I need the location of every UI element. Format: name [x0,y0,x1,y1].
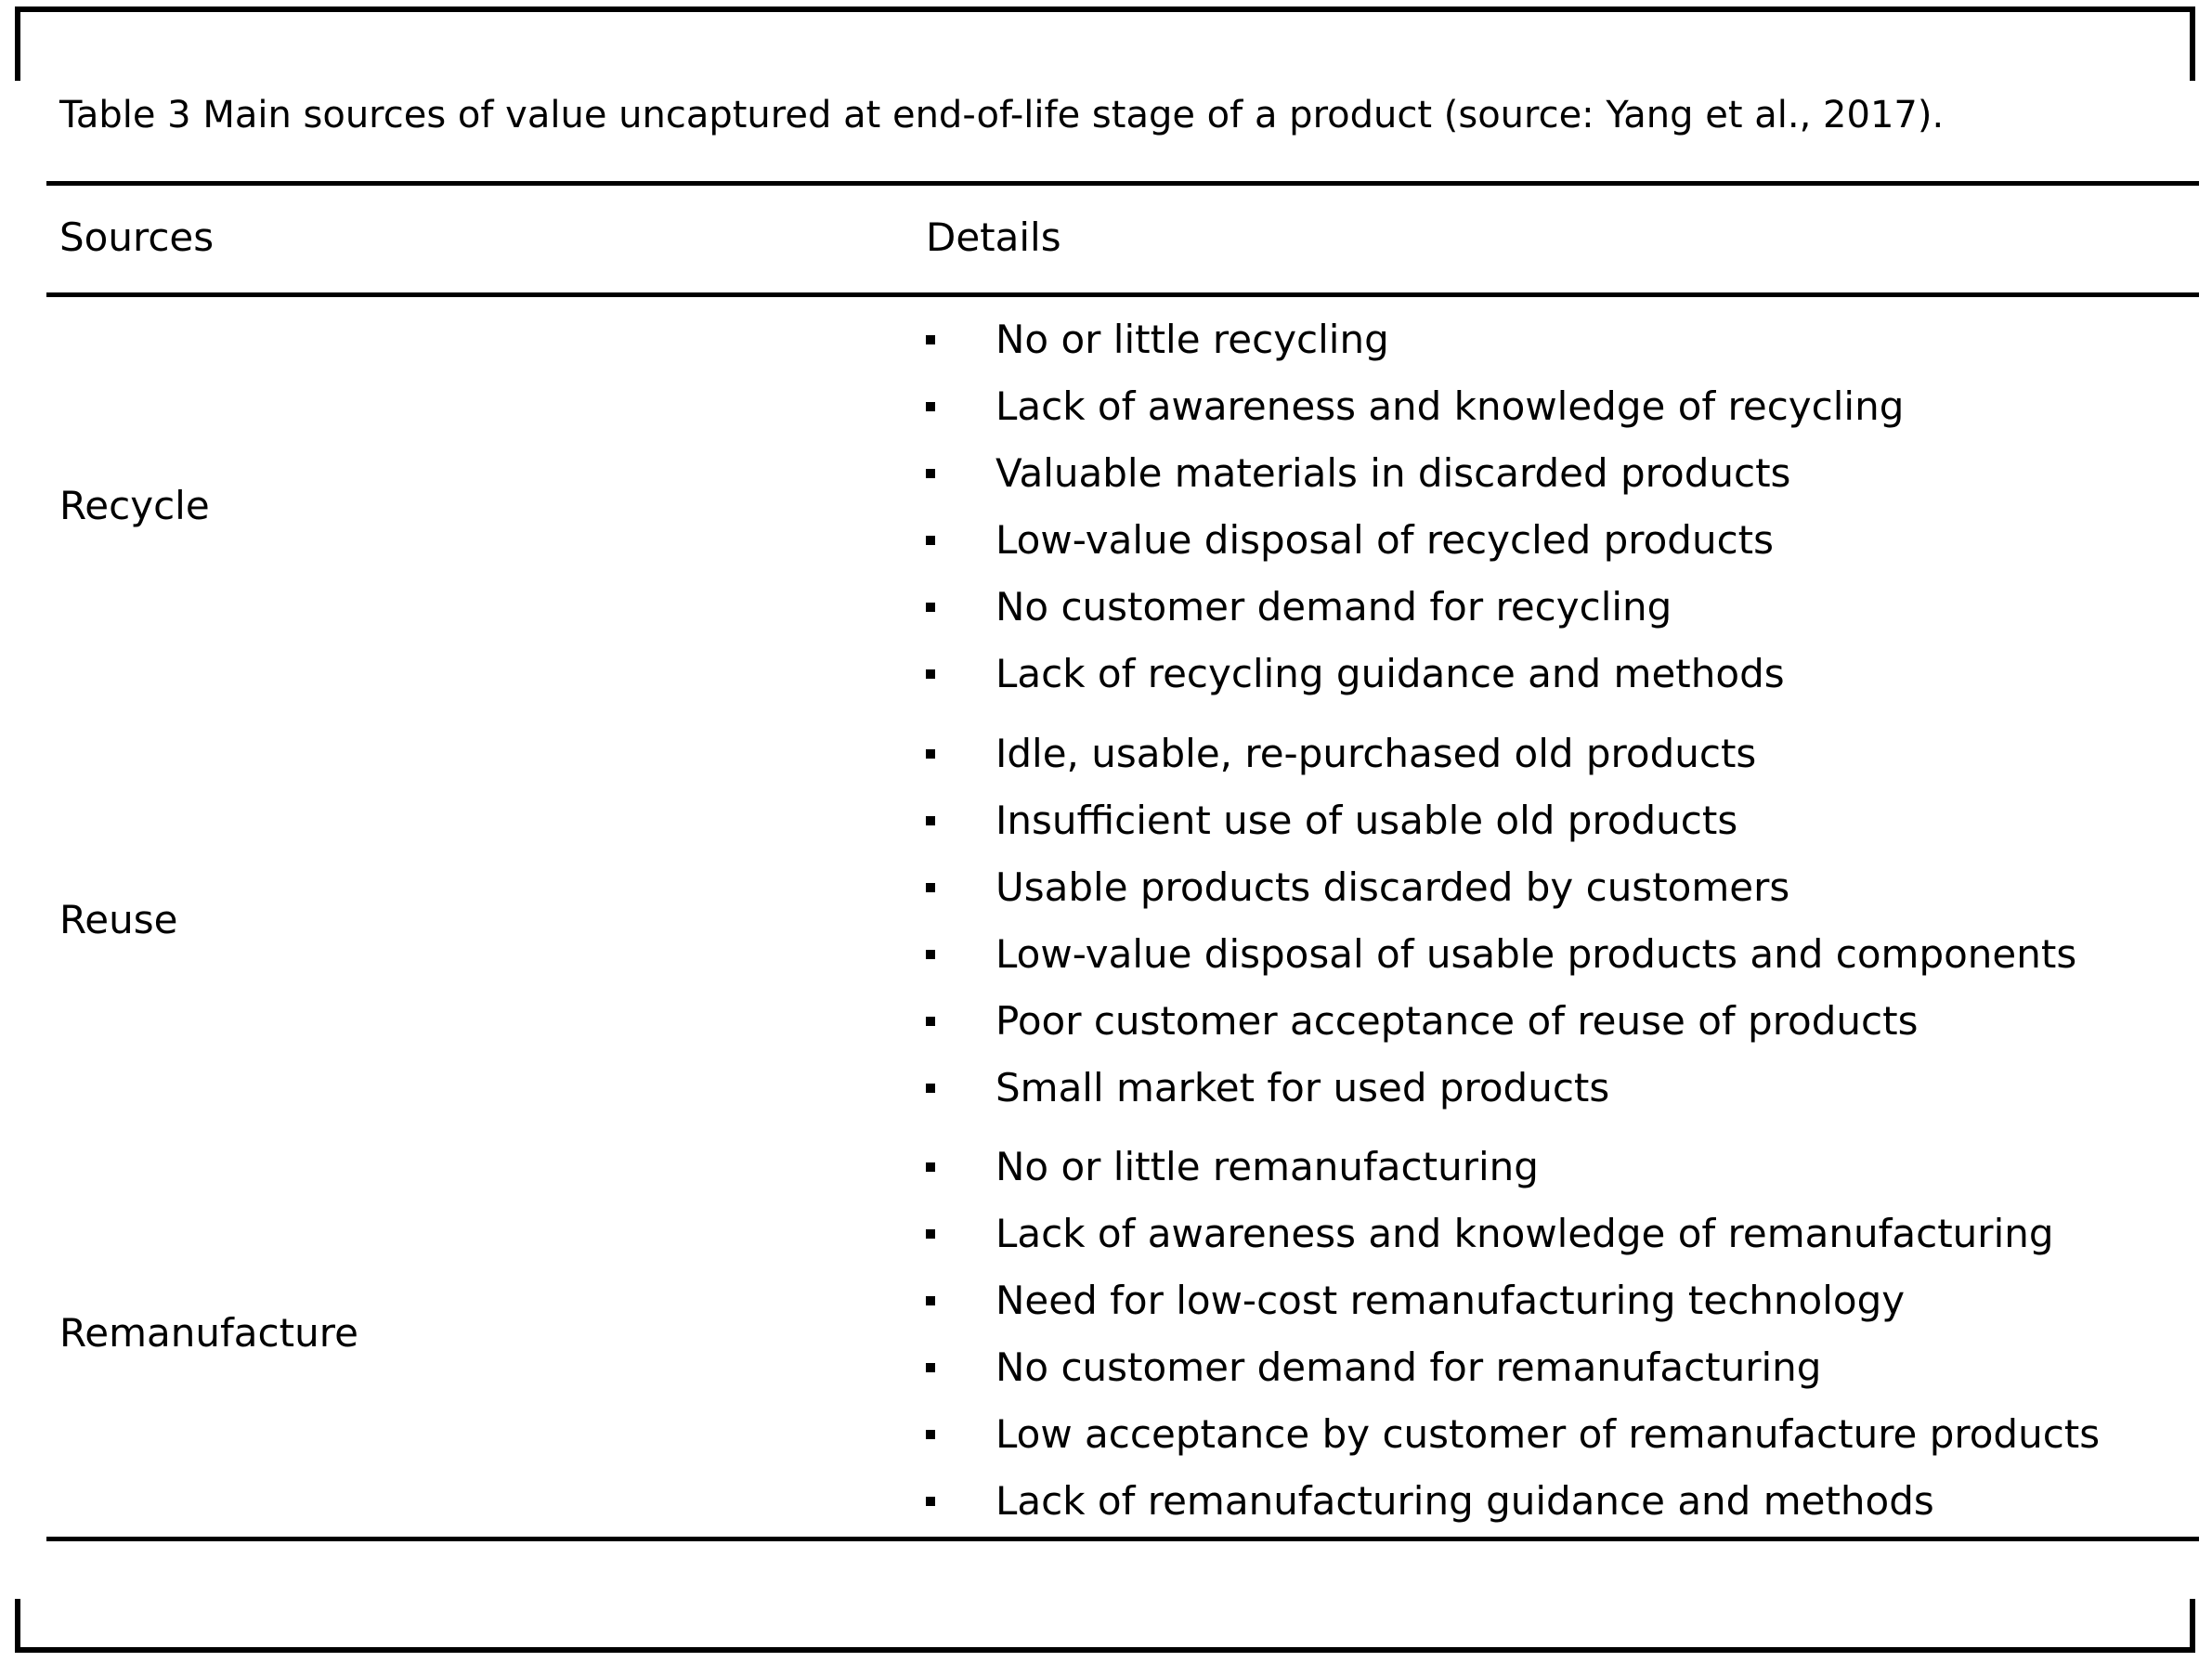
square-bullet-icon [926,335,935,344]
table-caption: Table 3 Main sources of value uncaptured… [59,94,1945,136]
square-bullet-icon [926,816,935,825]
square-bullet-icon [926,1084,935,1093]
source-label-reuse: Reuse [59,897,178,942]
square-bullet-icon [926,402,935,411]
square-bullet-icon [926,1497,935,1506]
column-header-sources: Sources [59,214,215,260]
square-bullet-icon [926,669,935,679]
square-bullet-icon [926,1363,935,1372]
square-bullet-icon [926,950,935,959]
source-label-recycle: Recycle [59,483,210,528]
frame-bottom-bracket [15,1599,2195,1653]
square-bullet-icon [926,1430,935,1439]
square-bullet-icon [926,1229,935,1239]
square-bullet-icon [926,883,935,892]
frame-top-bracket [15,6,2195,81]
square-bullet-icon [926,469,935,478]
square-bullet-icon [926,749,935,759]
source-label-remanufacture: Remanufacture [59,1310,358,1356]
square-bullet-icon [926,1162,935,1172]
square-bullet-icon [926,1017,935,1026]
table-header-rule [46,292,2199,297]
table-top-rule [46,181,2199,186]
square-bullet-icon [926,536,935,545]
square-bullet-icon [926,603,935,612]
square-bullet-icon [926,1296,935,1305]
column-header-details: Details [926,214,1061,260]
table-bottom-rule [46,1537,2199,1541]
